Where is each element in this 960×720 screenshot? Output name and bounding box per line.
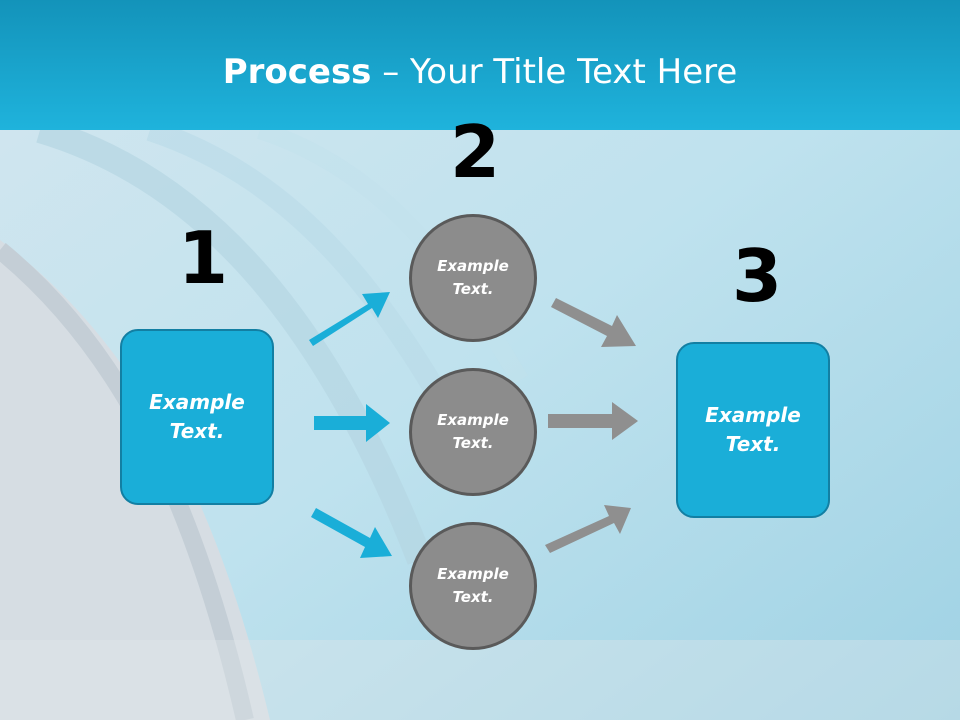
arrow-blue-up xyxy=(309,292,390,346)
arrow-gray-up xyxy=(551,298,636,347)
arrow-blue-down xyxy=(311,508,392,558)
left-box: Example Text. xyxy=(120,329,274,505)
slide-title: Process – Your Title Text Here xyxy=(0,52,960,92)
arrow-gray-down xyxy=(545,505,631,553)
circle-middle-text: Example Text. xyxy=(437,411,509,452)
right-box: Example Text. xyxy=(676,342,830,518)
circle-middle: Example Text. xyxy=(409,368,537,496)
arrow-blue-mid xyxy=(314,404,390,442)
step-number-2: 2 xyxy=(450,110,501,194)
title-bold: Process xyxy=(222,52,372,92)
arrow-gray-mid xyxy=(548,402,638,440)
title-bar xyxy=(0,0,960,130)
step-number-3: 3 xyxy=(732,234,783,318)
right-box-text: Example Text. xyxy=(705,403,801,456)
circle-top-text: Example Text. xyxy=(437,257,509,298)
title-rest: – Your Title Text Here xyxy=(371,52,738,92)
left-box-text: Example Text. xyxy=(149,390,245,443)
circle-top: Example Text. xyxy=(409,214,537,342)
step-number-1: 1 xyxy=(178,216,229,300)
circle-bottom-text: Example Text. xyxy=(437,565,509,606)
circle-bottom: Example Text. xyxy=(409,522,537,650)
